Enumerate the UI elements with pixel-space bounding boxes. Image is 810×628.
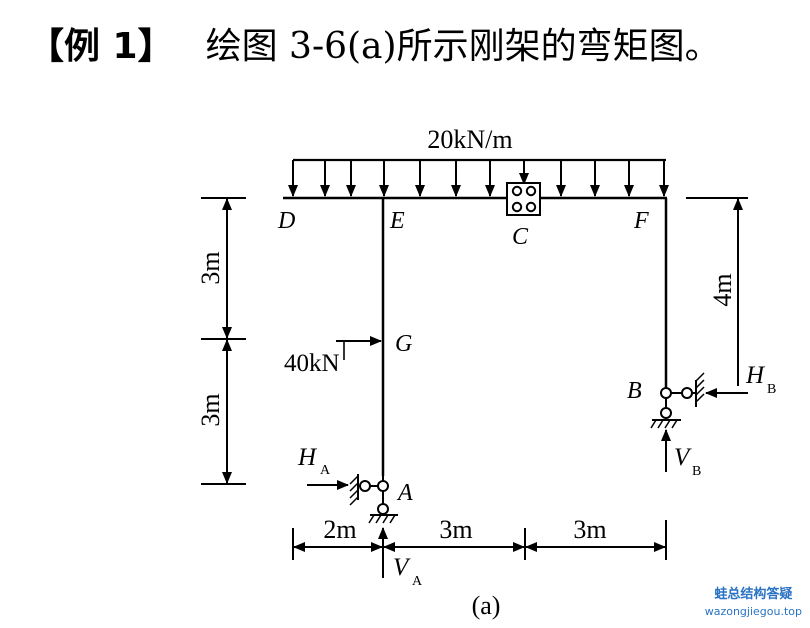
reaction-ha: H A [297, 444, 349, 490]
hinge-c [506, 182, 541, 216]
dim-left-top: 3m [196, 251, 225, 284]
dim-bottom-2: 3m [439, 515, 472, 544]
watermark: 蛙总结构答疑 wazongjiegou.top [705, 586, 802, 620]
reaction-vb: V B [661, 429, 701, 479]
figure-caption: (a) [472, 591, 501, 620]
node-label-d: D [277, 208, 295, 234]
reaction-hb-main: H [745, 362, 766, 389]
node-label-b: B [627, 378, 642, 404]
left-dimensions: 3m 3m [196, 197, 246, 485]
frame-members [283, 196, 668, 476]
node-label-c: C [512, 224, 529, 250]
load-label: 20kN/m [427, 125, 512, 154]
reaction-hb-sub: B [767, 382, 776, 397]
reaction-vb-sub: B [692, 464, 701, 479]
dim-left-bottom: 3m [196, 393, 225, 426]
dim-bottom-1: 2m [323, 515, 356, 544]
watermark-line1: 蛙总结构答疑 [714, 587, 793, 602]
support-a [349, 474, 398, 524]
reaction-va-sub: A [412, 574, 423, 589]
point-load-g: 40kN [284, 336, 382, 377]
dim-right: 4m [708, 273, 737, 306]
reaction-va-main: V [393, 554, 411, 581]
reaction-ha-main: H [297, 444, 318, 471]
node-label-g: G [395, 331, 412, 357]
dim-bottom-3: 3m [573, 515, 606, 544]
bottom-dimensions: 2m 3m 3m [292, 515, 667, 560]
right-dimension: 4m [686, 197, 748, 386]
node-label-f: F [633, 208, 649, 234]
page-title: 【例 1】绘图 3-6(a)所示刚架的弯矩图。 [28, 24, 721, 70]
force-label: 40kN [284, 350, 340, 377]
reaction-ha-sub: A [320, 463, 331, 478]
node-label-a: A [396, 480, 413, 506]
reaction-vb-main: V [674, 444, 692, 471]
reaction-hb: H B [705, 362, 776, 398]
support-b [650, 372, 705, 429]
distributed-load: 20kN/m [288, 125, 669, 197]
example-label: 【例 1】 [28, 26, 174, 67]
watermark-line2: wazongjiegou.top [704, 605, 802, 618]
example-text: 绘图 3-6(a)所示刚架的弯矩图。 [205, 26, 721, 67]
reaction-va: V A [378, 527, 423, 589]
node-label-e: E [389, 208, 405, 234]
